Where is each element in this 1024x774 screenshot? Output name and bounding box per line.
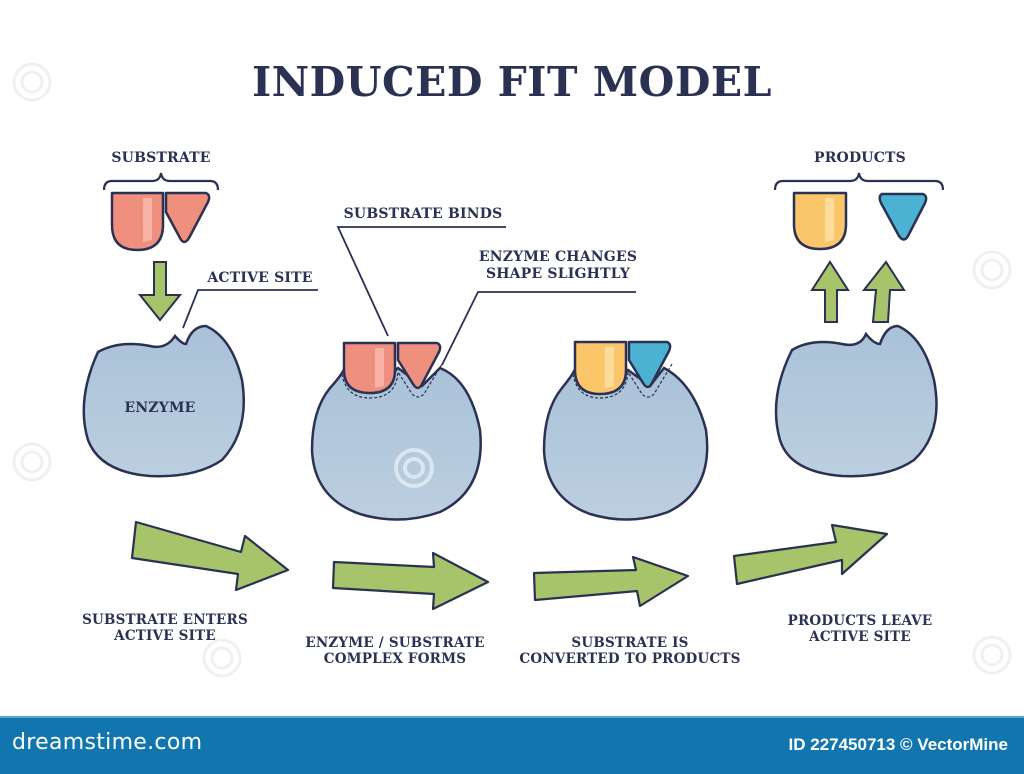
enzyme-changes-leader (441, 291, 636, 366)
watermark-spirals (12, 62, 1012, 678)
enzyme-label: ENZYME (124, 400, 196, 416)
products-brace (773, 172, 945, 191)
substrate-label: SUBSTRATE (111, 150, 211, 166)
products-dashed-outline (572, 363, 673, 399)
active-site-leader (182, 289, 318, 329)
substrate-binds-label: SUBSTRATE BINDS (343, 206, 503, 222)
step-arrow-3 (532, 555, 690, 608)
step-caption-2: ENZYME / SUBSTRATE COMPLEX FORMS (305, 635, 485, 667)
enzyme-shape-3 (542, 360, 709, 521)
substrate-brace (102, 172, 220, 191)
arrow-down-icon (137, 261, 183, 322)
enzyme-shape-1 (82, 324, 246, 478)
enzyme-changes-label: ENZYME CHANGES SHAPE SLIGHTLY (478, 249, 638, 282)
active-site-label: ACTIVE SITE (207, 270, 313, 286)
step-caption-1: SUBSTRATE ENTERS ACTIVE SITE (82, 612, 248, 644)
enzyme-shape-2 (310, 360, 482, 521)
dreamstime-logo[interactable]: dreamstime.com (12, 730, 203, 755)
product-yellow (792, 191, 848, 251)
arrow-up-icon (810, 260, 850, 323)
substrate-bound (342, 341, 442, 395)
footer-bar: dreamstime.com ID 227450713 © VectorMine (0, 716, 1024, 774)
product-molecules (792, 191, 928, 251)
step-arrow-4 (732, 523, 889, 586)
substrate-binds-leader (336, 226, 506, 337)
step-arrow-1 (130, 520, 290, 592)
watermark-spiral-center (394, 448, 434, 488)
arrow-up-icon (861, 260, 906, 323)
step-arrow-2 (331, 551, 490, 611)
diagram-title: INDUCED FIT MODEL (252, 58, 772, 106)
product-blue (878, 192, 928, 241)
step-caption-3: SUBSTRATE IS CONVERTED TO PRODUCTS (519, 635, 741, 667)
enzyme-shape-4 (774, 324, 938, 478)
binding-dashed-outline (341, 363, 443, 399)
products-bound (573, 340, 672, 396)
image-id-credit: ID 227450713 © VectorMine (788, 735, 1008, 754)
products-label: PRODUCTS (814, 150, 906, 166)
diagram-canvas: INDUCED FIT MODEL SUBSTRATE ACTIVE SITE … (12, 58, 1012, 678)
substrate-molecule (110, 191, 211, 252)
step-caption-4: PRODUCTS LEAVE ACTIVE SITE (787, 613, 933, 645)
